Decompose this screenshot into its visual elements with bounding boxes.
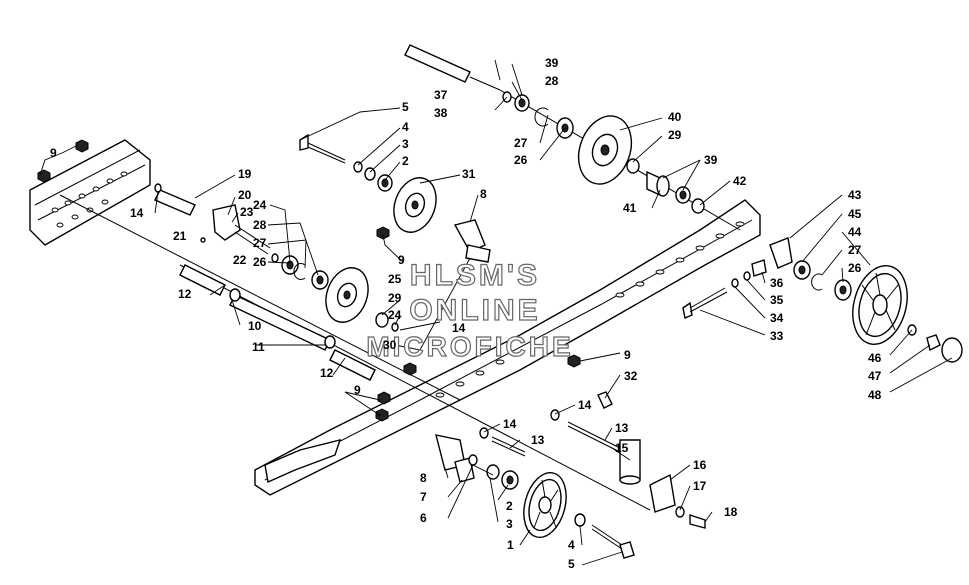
callout-4-upper: 4 [402,120,409,134]
callout-3-lower: 3 [506,517,513,531]
hardware-parts [37,91,941,559]
callout-26-top: 26 [514,153,528,167]
callout-12-upper: 12 [178,287,192,301]
callout-37: 37 [434,88,448,102]
callout-2-lower: 2 [506,499,513,513]
middle-wheel-25 [325,267,369,323]
upper-idler-wheel-40 [577,115,633,185]
callout-42: 42 [733,174,747,188]
cross-shaft-upper [59,194,461,401]
callout-14: 14 [130,206,144,220]
callout-14-bottom: 14 [503,417,517,431]
watermark: HLSM'S ONLINE MICROFICHE [366,258,573,362]
callout-6: 6 [420,511,427,525]
callout-11: 11 [252,340,265,354]
callout-38: 38 [434,106,448,120]
callout-22: 22 [233,253,247,267]
callout-12-lower: 12 [320,366,334,380]
callout-43: 43 [848,188,862,202]
callout-39-top: 39 [545,56,559,70]
callout-14-mid: 14 [452,321,466,335]
lower-wheel-1 [523,472,567,538]
watermark-line-3: MICROFICHE [366,331,573,362]
callout-41: 41 [623,201,637,215]
callout-39-right: 39 [704,153,718,167]
callout-36: 36 [770,276,784,290]
callout-29-mid: 29 [388,291,402,305]
callout-47: 47 [868,369,882,383]
callout-44: 44 [848,225,862,239]
callout-17: 17 [693,479,707,493]
callout-1: 1 [507,538,514,552]
callout-18: 18 [724,505,738,519]
callout-16: 16 [693,458,707,472]
callout-25: 25 [388,272,402,286]
rear-wheel-44 [852,265,908,345]
leader-lines [39,59,953,566]
callout-10: 10 [248,319,262,333]
callout-14-lower: 14 [578,398,592,412]
callout-9-right: 9 [624,348,631,362]
callout-5-upper: 5 [402,100,409,114]
callout-26-mid: 26 [253,255,267,269]
callout-labels: 9 14 19 20 23 21 22 24 28 27 26 12 10 11… [50,56,882,571]
callout-9-lower: 9 [354,383,361,397]
callout-48: 48 [868,388,882,402]
callout-27-right: 27 [848,243,862,257]
callout-40: 40 [668,110,682,124]
callout-2-upper: 2 [402,154,409,168]
callout-35: 35 [770,293,784,307]
callout-45: 45 [848,207,862,221]
callout-27-top: 27 [514,136,528,150]
callout-4-lower: 4 [568,538,575,552]
callout-32: 32 [624,369,638,383]
right-side-rail [254,199,761,496]
callout-15: 15 [615,441,629,455]
callout-34: 34 [770,311,784,325]
callout-29-top: 29 [668,128,682,142]
callout-9-mid: 9 [398,253,405,267]
callout-9: 9 [50,146,57,160]
callout-24-lower: 24 [388,308,402,322]
callout-13-left: 13 [531,433,545,447]
callout-27-mid: 27 [253,236,267,250]
callout-19: 19 [238,167,252,181]
callout-24-upper: 24 [253,198,267,212]
callout-31: 31 [462,167,476,181]
callout-33: 33 [770,329,784,343]
callout-7: 7 [420,490,427,504]
cross-shaft-lower [154,189,651,511]
watermark-line-2: ONLINE [409,294,540,327]
hub-cap-48 [941,337,963,363]
callout-26-right: 26 [848,261,862,275]
top-idler-shaft [404,44,741,231]
callout-46: 46 [868,351,882,365]
callout-23: 23 [240,205,254,219]
left-side-rail [29,139,151,246]
callout-8-upper: 8 [480,187,487,201]
callout-28-top: 28 [545,74,559,88]
callout-8-lower: 8 [420,471,427,485]
callout-28-mid: 28 [253,218,267,232]
callout-21: 21 [173,229,187,243]
callout-5-lower: 5 [568,557,575,571]
callout-20: 20 [238,188,252,202]
callout-3-upper: 3 [402,137,409,151]
callout-30: 30 [383,338,397,352]
middle-wheel-31 [393,177,437,233]
watermark-line-1: HLSM'S [410,259,540,292]
callout-13-right: 13 [615,421,629,435]
